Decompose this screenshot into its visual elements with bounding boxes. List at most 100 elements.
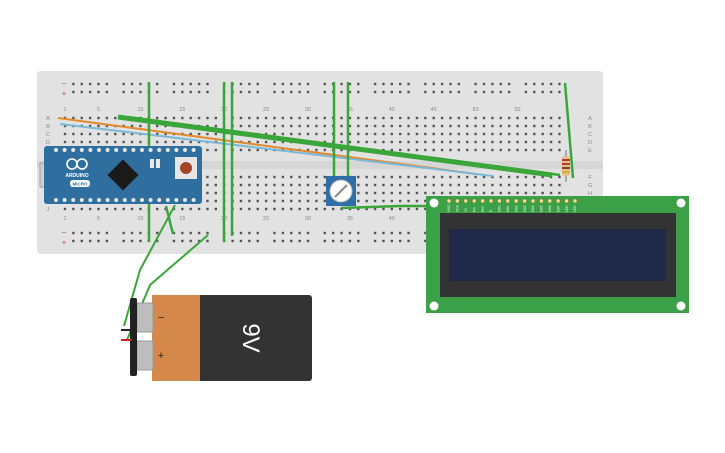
breadboard-hole <box>365 199 368 203</box>
rail-hole <box>256 239 259 243</box>
rail-hole <box>130 90 134 94</box>
potentiometer[interactable] <box>326 176 356 206</box>
breadboard-hole <box>499 140 502 144</box>
breadboard-hole <box>549 124 553 128</box>
breadboard-hole <box>466 183 469 187</box>
breadboard-hole <box>491 140 494 144</box>
breadboard-hole <box>155 132 159 136</box>
rail-hole <box>88 90 92 94</box>
rail-hole <box>172 82 176 86</box>
rail-hole <box>239 90 243 94</box>
arduino-pin <box>79 148 84 152</box>
breadboard-hole <box>88 116 92 120</box>
rail-hole <box>248 231 251 235</box>
breadboard-hole <box>155 124 159 128</box>
breadboard-hole <box>88 207 92 211</box>
rail-hole <box>407 90 410 94</box>
breadboard-hole <box>315 175 318 179</box>
breadboard-hole <box>541 175 544 179</box>
breadboard-hole <box>424 175 427 179</box>
breadboard-hole <box>281 191 285 195</box>
breadboard-hole <box>264 175 268 179</box>
breadboard-hole <box>432 175 435 179</box>
row-letter-label: E <box>588 148 592 154</box>
breadboard-hole <box>424 199 427 203</box>
wire-green-short[interactable] <box>164 205 175 235</box>
rail-hole <box>281 231 285 235</box>
lcd-pin <box>455 198 460 204</box>
breadboard-hole <box>323 191 326 195</box>
breadboard-hole <box>482 132 486 136</box>
breadboard-hole <box>239 183 243 187</box>
breadboard-hole <box>449 191 452 195</box>
breadboard-hole <box>306 175 310 179</box>
breadboard-hole <box>281 183 285 187</box>
breadboard-hole <box>298 175 301 179</box>
breadboard-hole <box>549 148 553 152</box>
wire-blue[interactable] <box>59 123 494 177</box>
battery-9v[interactable]: 9V − + <box>121 295 312 381</box>
rail-hole <box>331 231 335 235</box>
breadboard-hole <box>482 191 486 195</box>
rail-hole <box>248 239 251 243</box>
resistor[interactable] <box>562 150 570 182</box>
battery-plus-label: + <box>158 350 164 362</box>
column-number-label: 15 <box>179 107 185 113</box>
breadboard-hole <box>516 148 519 152</box>
breadboard-hole <box>432 124 435 128</box>
lcd-pin <box>446 198 452 204</box>
breadboard-hole <box>449 148 452 152</box>
arduino-pin-headers <box>54 148 196 202</box>
breadboard-hole <box>365 140 368 144</box>
breadboard-hole <box>248 183 251 187</box>
breadboard-hole <box>524 140 528 144</box>
breadboard-hole <box>474 183 477 187</box>
breadboard-hole <box>482 183 486 187</box>
arduino-micro[interactable]: ARDUINO MICRO <box>39 146 202 204</box>
breadboard-hole <box>482 175 486 179</box>
arduino-pin <box>114 198 119 202</box>
rail-hole <box>558 82 561 86</box>
breadboard-hole <box>281 199 285 203</box>
breadboard-hole <box>507 148 511 152</box>
rail-hole <box>407 82 410 86</box>
breadboard-hole <box>130 132 134 136</box>
lcd-pin <box>522 198 527 204</box>
breadboard-hole <box>181 207 184 211</box>
row-letter-label: B <box>46 124 50 130</box>
rail-hole <box>181 90 184 94</box>
breadboard-hole <box>214 124 218 128</box>
breadboard-hole <box>214 175 218 179</box>
breadboard-hole <box>491 132 494 136</box>
column-number-label: 25 <box>263 216 269 222</box>
lcd-pin-label: RW <box>481 206 485 212</box>
rail-hole <box>323 82 326 86</box>
potentiometer-knob-indicator <box>334 184 348 198</box>
breadboard-hole <box>466 116 469 120</box>
rail-hole <box>323 90 326 94</box>
breadboard-hole <box>440 140 444 144</box>
breadboard-hole <box>114 116 117 120</box>
breadboard-hole <box>357 175 360 179</box>
column-number-label: 50 <box>473 107 479 113</box>
breadboard-hole <box>206 148 209 152</box>
arduino-pin <box>114 148 119 152</box>
rail-hole <box>105 239 109 243</box>
lcd-pin-label: DB0 <box>498 205 502 212</box>
breadboard-hole <box>373 207 377 211</box>
breadboard-hole <box>88 140 92 144</box>
breadboard-hole <box>88 132 92 136</box>
breadboard-hole <box>415 148 419 152</box>
rail-hole <box>407 231 410 235</box>
breadboard-hole <box>323 124 326 128</box>
wire-green-rail-right[interactable] <box>563 82 575 179</box>
breadboard-hole <box>206 207 209 211</box>
rail-hole <box>357 231 360 235</box>
wire-green-battery-minus[interactable] <box>123 204 176 327</box>
rail-hole <box>306 82 310 86</box>
arduino-reset-button[interactable] <box>180 162 192 174</box>
breadboard-hole <box>264 199 268 203</box>
breadboard-hole <box>533 124 536 128</box>
rail-hole <box>290 239 293 243</box>
